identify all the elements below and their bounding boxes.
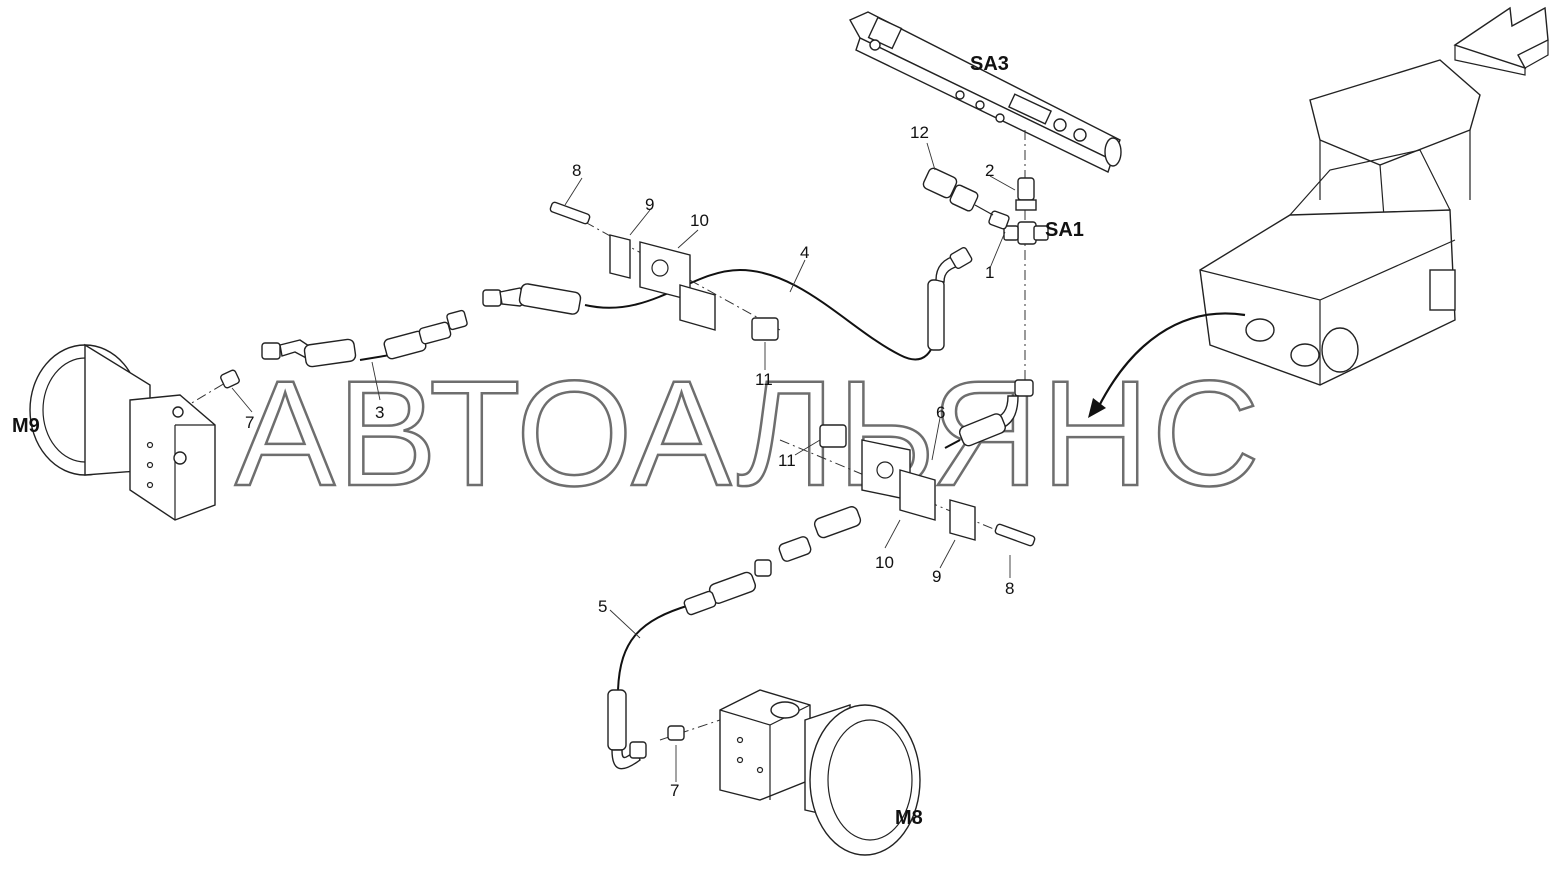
label-m9: M9 (12, 415, 40, 437)
callout-12: 12 (910, 123, 929, 142)
leader-lines (231, 142, 1016, 782)
hose-4 (584, 268, 936, 361)
label-m8: M8 (895, 807, 923, 829)
m8-motor (719, 689, 921, 856)
callout-3: 3 (375, 403, 384, 422)
fitting-7-upper (220, 369, 240, 389)
callout-10-lower: 10 (875, 553, 894, 572)
hose-6 (944, 379, 1034, 449)
clamp-assembly-lower (819, 424, 1036, 547)
callout-7-upper: 7 (245, 413, 254, 432)
direction-arrow-icon (1453, 6, 1549, 76)
sa1-tee-fitting (988, 177, 1049, 245)
callout-11-upper: 11 (755, 370, 773, 389)
label-sa3: SA3 (970, 53, 1009, 75)
fitting-7-lower (667, 725, 685, 741)
asphalt-paver-icon (1199, 59, 1481, 386)
sa3-manifold (849, 11, 1122, 173)
callout-5: 5 (598, 597, 607, 616)
callout-8-upper: 8 (572, 161, 581, 180)
callout-9-upper: 9 (645, 195, 654, 214)
watermark-text: АВТОАЛЬЯНС (235, 349, 1262, 517)
hose-5-fittings (607, 506, 862, 770)
hose-5 (617, 604, 691, 691)
hose-4-end-fitting (927, 246, 973, 351)
callout-11-lower: 11 (778, 451, 796, 470)
hose-3-fittings (261, 283, 582, 368)
quick-coupler-12 (922, 167, 994, 216)
callout-10-upper: 10 (690, 211, 709, 230)
m9-motor (29, 343, 216, 521)
callout-8-lower: 8 (1005, 579, 1014, 598)
clamp-assembly-upper (549, 201, 779, 341)
label-sa1: SA1 (1045, 219, 1084, 241)
callout-9-lower: 9 (932, 567, 941, 586)
axis-clamp-upper (584, 221, 781, 331)
callout-2: 2 (985, 161, 994, 180)
callout-6: 6 (936, 403, 945, 422)
callout-7-lower: 7 (670, 781, 679, 800)
callout-arrow (1088, 312, 1246, 418)
callout-4: 4 (800, 243, 809, 262)
callout-1: 1 (985, 263, 994, 282)
